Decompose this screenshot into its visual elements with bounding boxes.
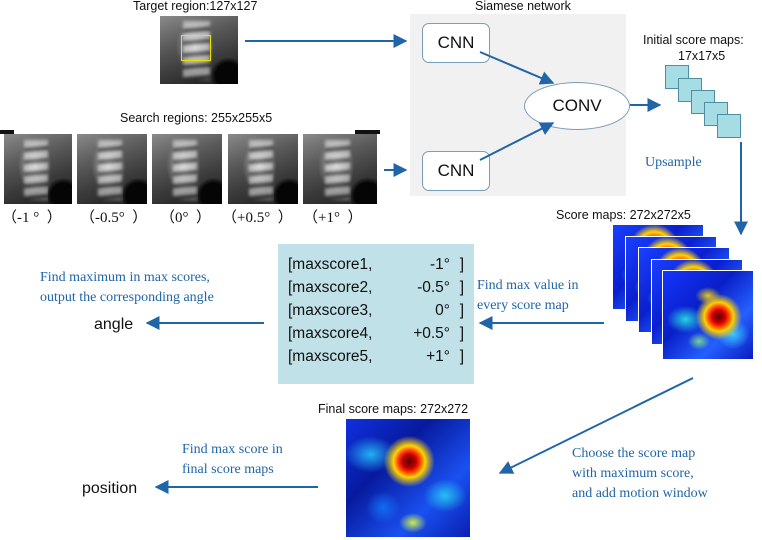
search-region-image-1 [4, 134, 72, 204]
cnn-block-top: CNN [422, 23, 490, 63]
search-region-image-3 [152, 134, 222, 204]
target-box-outline [181, 35, 211, 61]
choose-score-line1: Choose the score map [572, 446, 696, 461]
arrow-cnn-bottom-to-conv [479, 122, 555, 161]
maxscore-list-box: [maxscore1, -1° ] [maxscore2, -0.5° ] [m… [278, 244, 474, 384]
maxscore-name: [maxscore5, [288, 348, 373, 365]
search-angle-label-5: （+1° ） [303, 210, 363, 226]
maxscore-name: [maxscore3, [288, 302, 373, 319]
search-region-image-5 [303, 134, 377, 204]
angle-output-label: angle [94, 316, 134, 333]
maxscore-angle: 0° [435, 302, 450, 319]
search-region-image-2 [77, 134, 147, 204]
maxscore-name: [maxscore2, [288, 279, 373, 296]
position-output-label: position [82, 480, 138, 497]
arrow-score-maps-to-final [498, 377, 694, 474]
cnn-top-label: CNN [437, 33, 475, 52]
score-map-5 [662, 270, 754, 360]
choose-score-line3: and add motion window [572, 486, 708, 501]
cnn-bottom-label: CNN [437, 161, 475, 180]
maxscore-close: ] [459, 348, 464, 365]
score-maps-title: Score maps: 272x272x5 [556, 208, 691, 222]
initial-maps-title-line2: 17x17x5 [678, 49, 726, 63]
initial-maps-title-line1: Initial score maps: [643, 33, 744, 47]
conv-block: CONV [524, 82, 630, 130]
cnn-block-bottom: CNN [422, 151, 490, 191]
target-region-image [160, 16, 238, 84]
find-max-in-max-line1: Find maximum in max scores, [40, 270, 210, 285]
choose-score-line2: with maximum score, [572, 466, 694, 481]
search-regions-title: Search regions: 255x255x5 [120, 111, 273, 125]
maxscore-row: [maxscore1, -1° ] [288, 253, 474, 276]
find-max-value-line2: every score map [477, 298, 569, 313]
initial-score-map-5 [717, 114, 741, 138]
search-angle-label-3: （0° ） [160, 210, 211, 226]
final-maps-title: Final score maps: 272x272 [318, 402, 469, 416]
search-region-image-4 [228, 134, 298, 204]
find-max-value-line1: Find max value in [477, 278, 579, 293]
maxscore-row: [maxscore2, -0.5° ] [288, 276, 474, 299]
maxscore-close: ] [459, 256, 464, 273]
search-angle-label-4: （+0.5° ） [222, 210, 293, 226]
find-max-final-line2: final score maps [182, 462, 274, 477]
target-region-title: Target region:127x127 [133, 0, 258, 13]
search-angle-label-2: （-0.5° ） [80, 210, 148, 226]
conv-label: CONV [552, 96, 602, 115]
maxscore-angle: -0.5° [417, 279, 450, 296]
maxscore-close: ] [459, 302, 464, 319]
arrow-cnn-top-to-conv [479, 51, 555, 85]
maxscore-row: [maxscore5, +1° ] [288, 345, 474, 368]
search-angle-label-1: （-1 ° ） [2, 210, 62, 226]
final-score-map [346, 419, 470, 537]
maxscore-close: ] [459, 279, 464, 296]
maxscore-angle: +1° [426, 348, 450, 365]
maxscore-name: [maxscore1, [288, 256, 373, 273]
maxscore-close: ] [459, 325, 464, 342]
maxscore-angle: -1° [430, 256, 450, 273]
upsample-label: Upsample [645, 155, 702, 170]
maxscore-row: [maxscore4, +0.5° ] [288, 322, 474, 345]
maxscore-row: [maxscore3, 0° ] [288, 299, 474, 322]
maxscore-angle: +0.5° [413, 325, 450, 342]
maxscore-name: [maxscore4, [288, 325, 373, 342]
siamese-network-title: Siamese network [475, 0, 571, 13]
find-max-final-line1: Find max score in [182, 442, 283, 457]
find-max-in-max-line2: output the corresponding angle [40, 290, 214, 305]
search-frame-tops [0, 126, 380, 136]
